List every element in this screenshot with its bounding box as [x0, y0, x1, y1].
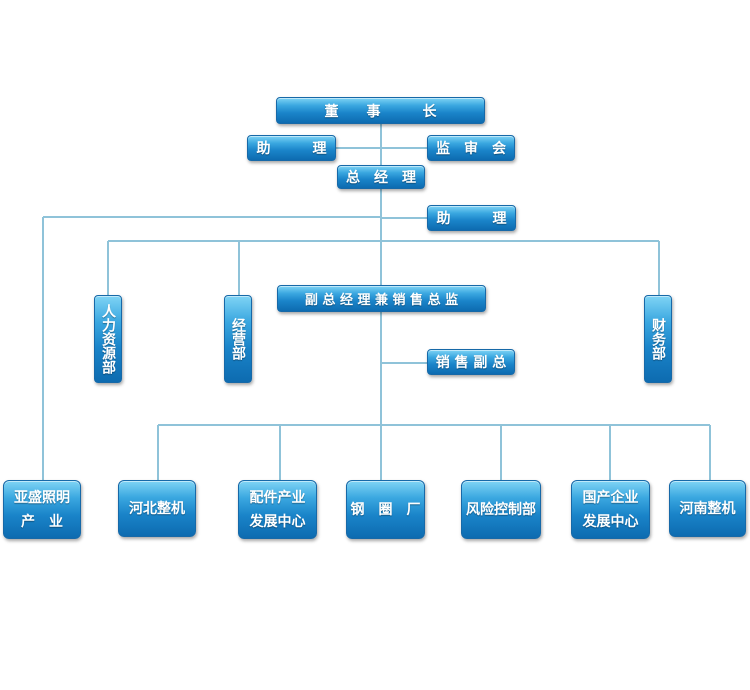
operations-department-box: 经营部	[224, 295, 252, 383]
chairman-box: 董 事 长	[276, 97, 485, 124]
hr-department-box: 人力资源部	[94, 295, 122, 383]
finance-department-box: 财务部	[644, 295, 672, 383]
unit-steel-rim-factory: 钢 圈 厂	[346, 480, 425, 539]
general-manager-box: 总 经 理	[337, 165, 425, 189]
audit-committee-box: 监 审 会	[427, 135, 515, 161]
vice-gm-box: 副 总 经 理 兼 销 售 总 监	[277, 285, 486, 312]
unit-parts-industry: 配件产业 发展中心	[238, 480, 317, 539]
assistant-gm-box: 助 理	[427, 205, 516, 231]
unit-henan: 河南整机	[669, 480, 746, 537]
unit-yasheng-lighting: 亚盛照明 产 业	[3, 480, 81, 539]
assistant-top-box: 助 理	[247, 135, 336, 161]
unit-risk-control: 风险控制部	[461, 480, 541, 539]
unit-hebei: 河北整机	[118, 480, 196, 537]
unit-domestic-enterprise: 国产企业 发展中心	[571, 480, 650, 539]
sales-vp-box: 销 售 副 总	[427, 349, 515, 375]
